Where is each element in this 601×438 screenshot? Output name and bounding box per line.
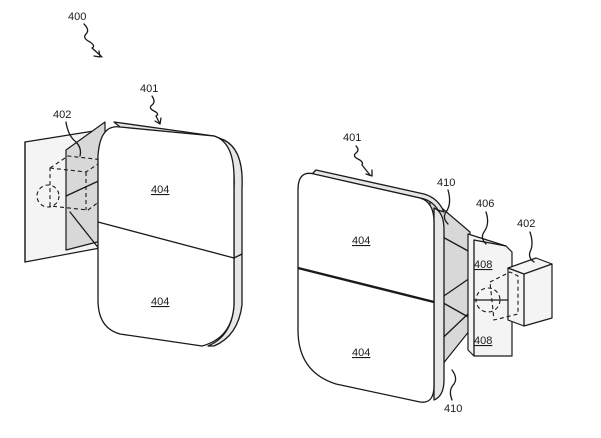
right-panel-side-edge — [434, 208, 444, 400]
left-panel-front — [98, 127, 234, 346]
right-bottom-section-label: 404 — [352, 347, 370, 359]
right-panel-front — [298, 173, 434, 402]
left-bottom-section-label: 404 — [151, 296, 169, 308]
right-panel-label: 401 — [343, 132, 361, 144]
right-assembly: 404 404 408 408 401 410 406 402 410 — [298, 132, 552, 415]
right-module-leader — [530, 232, 535, 262]
right-bracket-label: 406 — [476, 198, 494, 210]
right-frame-bottom-label: 410 — [444, 403, 462, 415]
right-module-box — [508, 258, 552, 326]
left-assembly: 404 404 401 402 — [25, 83, 242, 346]
left-top-section-label: 404 — [151, 184, 169, 196]
right-frame-label: 410 — [437, 177, 455, 189]
right-top-section-label: 404 — [352, 235, 370, 247]
figure-number-label: 400 — [68, 11, 86, 23]
right-frame-bottom-leader — [450, 370, 455, 400]
right-module-label: 402 — [517, 218, 535, 230]
bracket-lower-label: 408 — [474, 335, 492, 347]
left-module-label: 402 — [53, 109, 71, 121]
bracket-upper-label: 408 — [474, 259, 492, 271]
left-panel-leader — [150, 96, 160, 124]
right-panel-leader — [354, 146, 370, 175]
left-panel-label: 401 — [140, 83, 158, 95]
